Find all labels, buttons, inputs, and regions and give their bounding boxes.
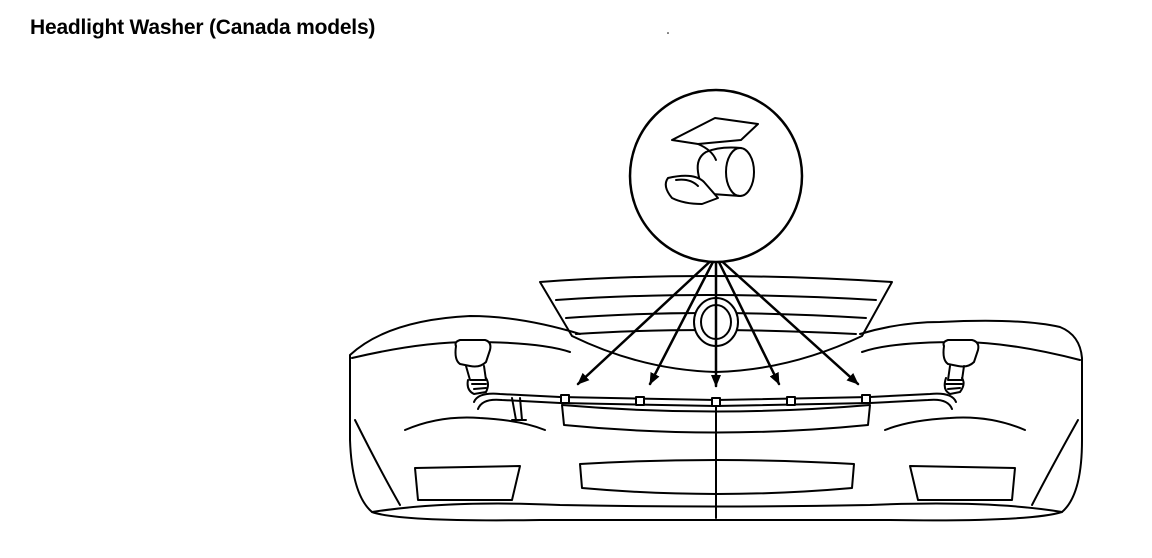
upper-bumper-opening xyxy=(561,404,871,434)
scan-speck xyxy=(667,32,669,34)
lower-grille-opening xyxy=(579,459,855,495)
hose-clip xyxy=(560,394,570,404)
hose-clip xyxy=(711,397,721,407)
detail-circle xyxy=(628,88,804,264)
leader-arrow xyxy=(648,254,718,386)
leader-arrows xyxy=(576,254,860,388)
right-fog-light-opening xyxy=(909,465,1016,501)
hose-clip xyxy=(786,396,796,406)
hose-clips xyxy=(560,394,871,407)
clip-detail-icon xyxy=(664,117,759,205)
hose-clip xyxy=(635,396,645,406)
lower-intake xyxy=(414,459,1016,501)
leader-arrow xyxy=(714,254,860,386)
hose-connector xyxy=(511,397,527,421)
right-washer-nozzle xyxy=(942,339,980,395)
page-title: Headlight Washer (Canada models) xyxy=(30,16,376,39)
left-washer-nozzle xyxy=(454,339,492,395)
left-fog-light-opening xyxy=(414,465,521,501)
leader-arrow xyxy=(576,254,718,386)
leader-arrow xyxy=(714,254,781,386)
clip-detail-callout xyxy=(628,88,804,264)
front-grille xyxy=(539,275,893,373)
hose-clip xyxy=(861,394,871,404)
